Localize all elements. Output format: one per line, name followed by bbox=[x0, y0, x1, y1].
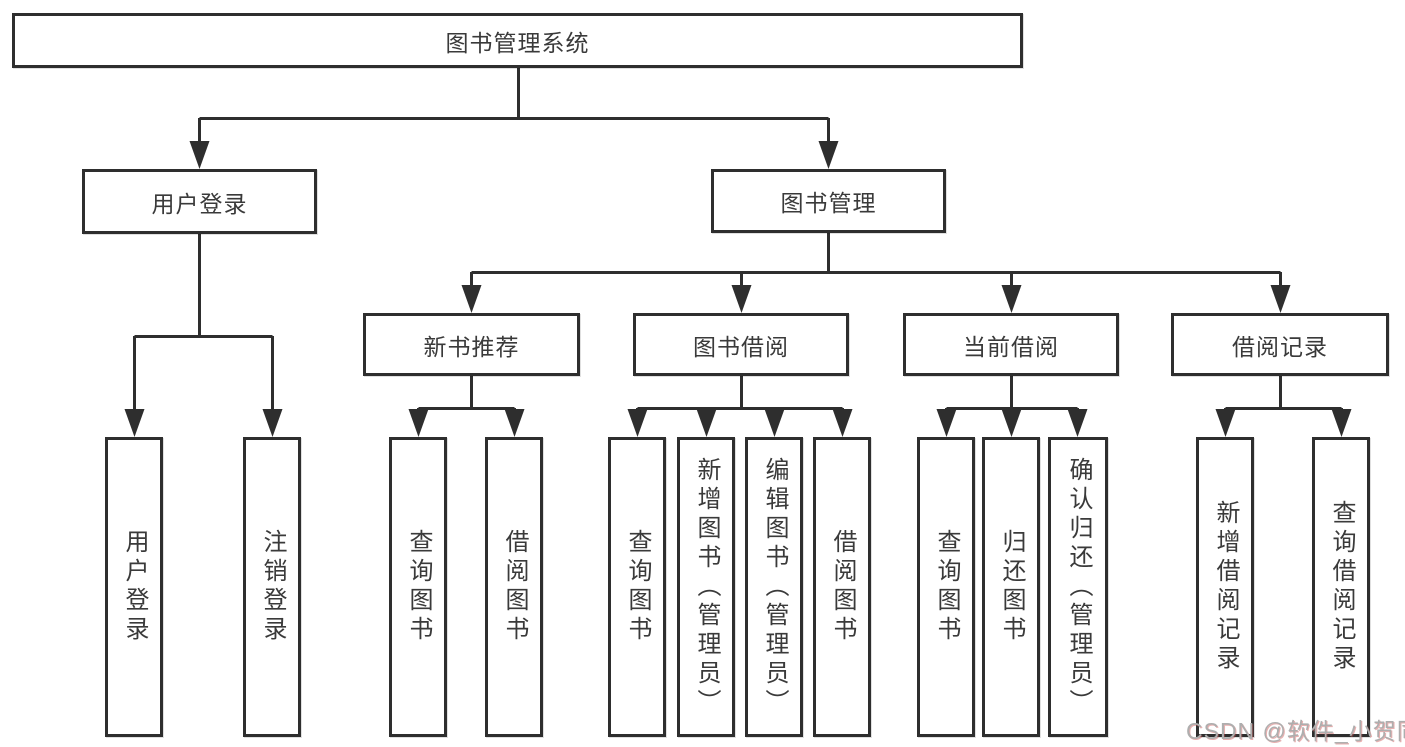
leaf-query-books-3: 查询图书 bbox=[917, 437, 975, 737]
leaf-borrow-books-1: 借阅图书 bbox=[485, 437, 543, 737]
leaf-add-borrow-record: 新增借阅记录 bbox=[1196, 437, 1254, 737]
leaf-add-books-admin: 新增图书（管理员） bbox=[677, 437, 735, 737]
leaf-logout-label: 注销登录 bbox=[259, 529, 286, 645]
node-user-login-label: 用户登录 bbox=[151, 190, 248, 217]
node-new-book-recommend: 新书推荐 bbox=[363, 313, 580, 376]
leaf-query-books-3-label: 查询图书 bbox=[933, 529, 960, 645]
leaf-query-books-1: 查询图书 bbox=[389, 437, 447, 737]
leaf-add-borrow-record-label: 新增借阅记录 bbox=[1212, 500, 1239, 674]
node-borrowing-records: 借阅记录 bbox=[1171, 313, 1389, 376]
node-book-borrowing: 图书借阅 bbox=[633, 313, 849, 376]
leaf-confirm-return-admin: 确认归还（管理员） bbox=[1048, 437, 1108, 737]
node-user-login: 用户登录 bbox=[82, 169, 317, 234]
node-borrowing-records-label: 借阅记录 bbox=[1232, 333, 1328, 360]
node-book-management-label: 图书管理 bbox=[780, 190, 877, 216]
leaf-logout: 注销登录 bbox=[243, 437, 301, 737]
leaf-user-login-label: 用户登录 bbox=[121, 529, 148, 645]
leaf-borrow-books-2: 借阅图书 bbox=[813, 437, 871, 737]
node-root-library-system: 图书管理系统 bbox=[12, 13, 1023, 68]
leaf-query-books-1-label: 查询图书 bbox=[405, 529, 432, 645]
node-root-label: 图书管理系统 bbox=[445, 29, 590, 56]
node-current-borrowing: 当前借阅 bbox=[903, 313, 1119, 376]
leaf-return-books-label: 归还图书 bbox=[998, 529, 1025, 645]
node-book-management: 图书管理 bbox=[711, 169, 946, 233]
node-current-borrowing-label: 当前借阅 bbox=[963, 333, 1059, 360]
node-new-book-recommend-label: 新书推荐 bbox=[423, 333, 520, 360]
leaf-query-borrow-record-label: 查询借阅记录 bbox=[1328, 500, 1355, 674]
leaf-user-login: 用户登录 bbox=[105, 437, 163, 737]
leaf-borrow-books-2-label: 借阅图书 bbox=[829, 529, 856, 645]
leaf-edit-books-admin: 编辑图书（管理员） bbox=[745, 437, 803, 737]
leaf-query-borrow-record: 查询借阅记录 bbox=[1312, 437, 1370, 737]
leaf-edit-books-admin-label: 编辑图书（管理员） bbox=[761, 456, 788, 718]
csdn-watermark: CSDN @软件_小贺同学 bbox=[1186, 718, 1405, 744]
leaf-add-books-admin-label: 新增图书（管理员） bbox=[693, 456, 720, 718]
leaf-query-books-2-label: 查询图书 bbox=[624, 529, 651, 645]
leaf-confirm-return-admin-label: 确认归还（管理员） bbox=[1065, 456, 1092, 718]
leaf-borrow-books-1-label: 借阅图书 bbox=[501, 529, 528, 645]
leaf-query-books-2: 查询图书 bbox=[608, 437, 666, 737]
node-book-borrowing-label: 图书借阅 bbox=[693, 333, 789, 360]
leaf-return-books: 归还图书 bbox=[982, 437, 1040, 737]
